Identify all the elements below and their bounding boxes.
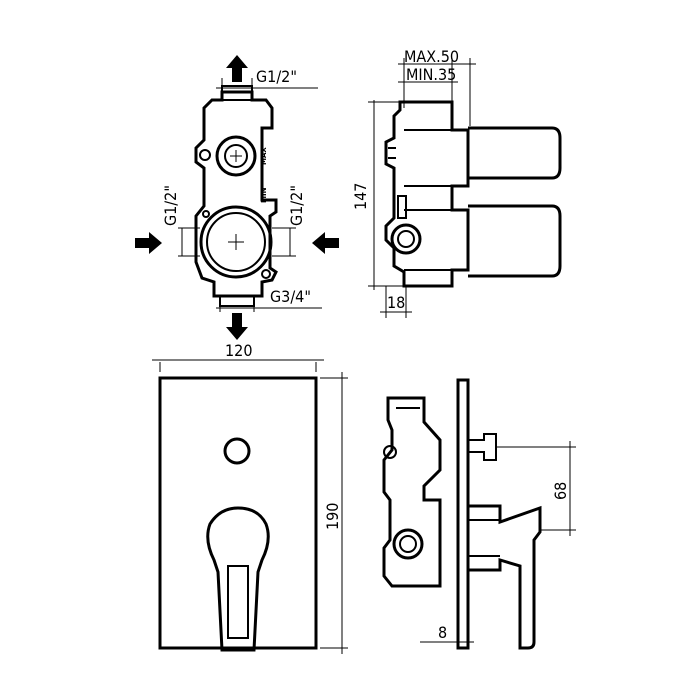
plate-front-view: 120 190 <box>152 341 348 654</box>
height-190-label: 190 <box>323 503 342 530</box>
body-side-view: MAX.50 MIN.35 147 18 <box>351 47 562 318</box>
bottom-thread-label: G3/4" <box>270 287 311 306</box>
up-arrow-icon <box>226 55 248 82</box>
down-arrow-icon <box>226 313 248 340</box>
right-arrow-icon <box>135 232 162 254</box>
min-depth-label: MIN.35 <box>406 65 456 84</box>
thickness-8-label: 8 <box>438 623 447 642</box>
axis-68-label: 68 <box>551 482 570 500</box>
max-depth-label: MAX.50 <box>404 47 459 66</box>
left-arrow-icon <box>312 232 339 254</box>
min-marking: MIN <box>260 187 268 203</box>
max-marking: MAX <box>260 147 268 165</box>
body-front-view: MAX MIN G1/2" G1/2" G1/2" G3/4" <box>135 55 339 340</box>
offset-18-label: 18 <box>387 293 405 312</box>
left-thread-label: G1/2" <box>161 185 180 226</box>
height-147-label: 147 <box>351 183 370 210</box>
assembled-side-view: 68 8 <box>382 378 576 650</box>
right-thread-label: G1/2" <box>287 185 306 226</box>
width-120-label: 120 <box>225 341 252 360</box>
top-thread-label: G1/2" <box>256 67 297 86</box>
